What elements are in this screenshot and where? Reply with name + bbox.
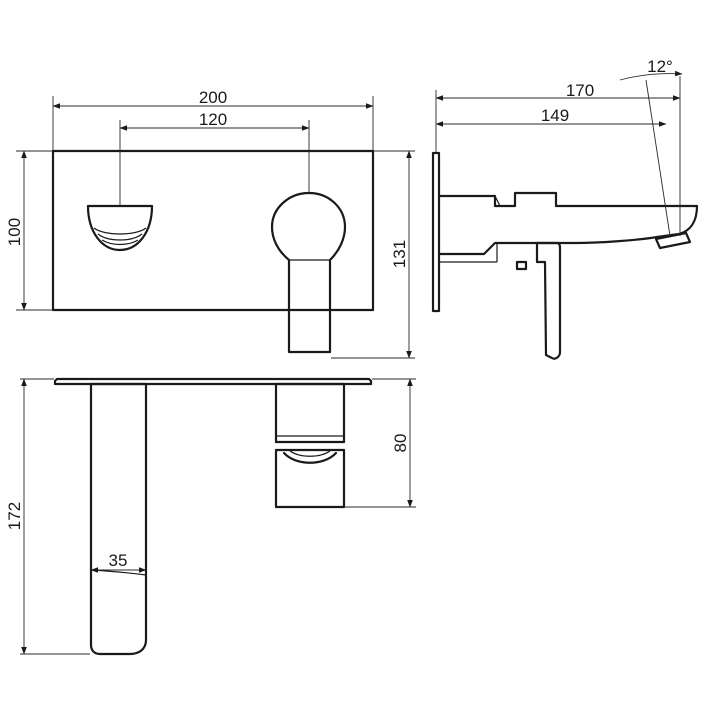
front-lever-handle xyxy=(270,191,347,354)
dim-side-projection: 170 xyxy=(566,81,594,100)
front-dimensions: 200 120 100 131 xyxy=(5,88,415,359)
side-aerator xyxy=(654,231,692,250)
top-body xyxy=(274,382,346,444)
dim-top-lever-length: 172 xyxy=(5,502,24,530)
top-view xyxy=(53,377,373,656)
side-dimensions: 170 149 12° xyxy=(435,57,683,237)
dim-side-angle: 12° xyxy=(647,57,673,76)
side-lever xyxy=(535,241,562,360)
top-wall-plate xyxy=(53,377,373,386)
side-view xyxy=(431,151,699,360)
top-lever xyxy=(89,382,148,656)
dim-front-total-height: 131 xyxy=(390,240,409,268)
front-spout-outlet xyxy=(86,204,154,252)
front-view xyxy=(51,149,375,354)
dim-front-width: 200 xyxy=(199,88,227,107)
top-spout xyxy=(274,448,346,509)
dim-front-spacing: 120 xyxy=(199,110,227,129)
dim-side-spout: 149 xyxy=(541,106,569,125)
side-wall-plate xyxy=(431,151,441,313)
dim-top-lever-width: 35 xyxy=(109,551,128,570)
dim-front-height: 100 xyxy=(5,218,24,246)
front-wall-plate xyxy=(51,149,375,312)
dim-top-depth: 80 xyxy=(391,434,410,453)
top-dimensions: 172 80 35 xyxy=(5,378,416,655)
